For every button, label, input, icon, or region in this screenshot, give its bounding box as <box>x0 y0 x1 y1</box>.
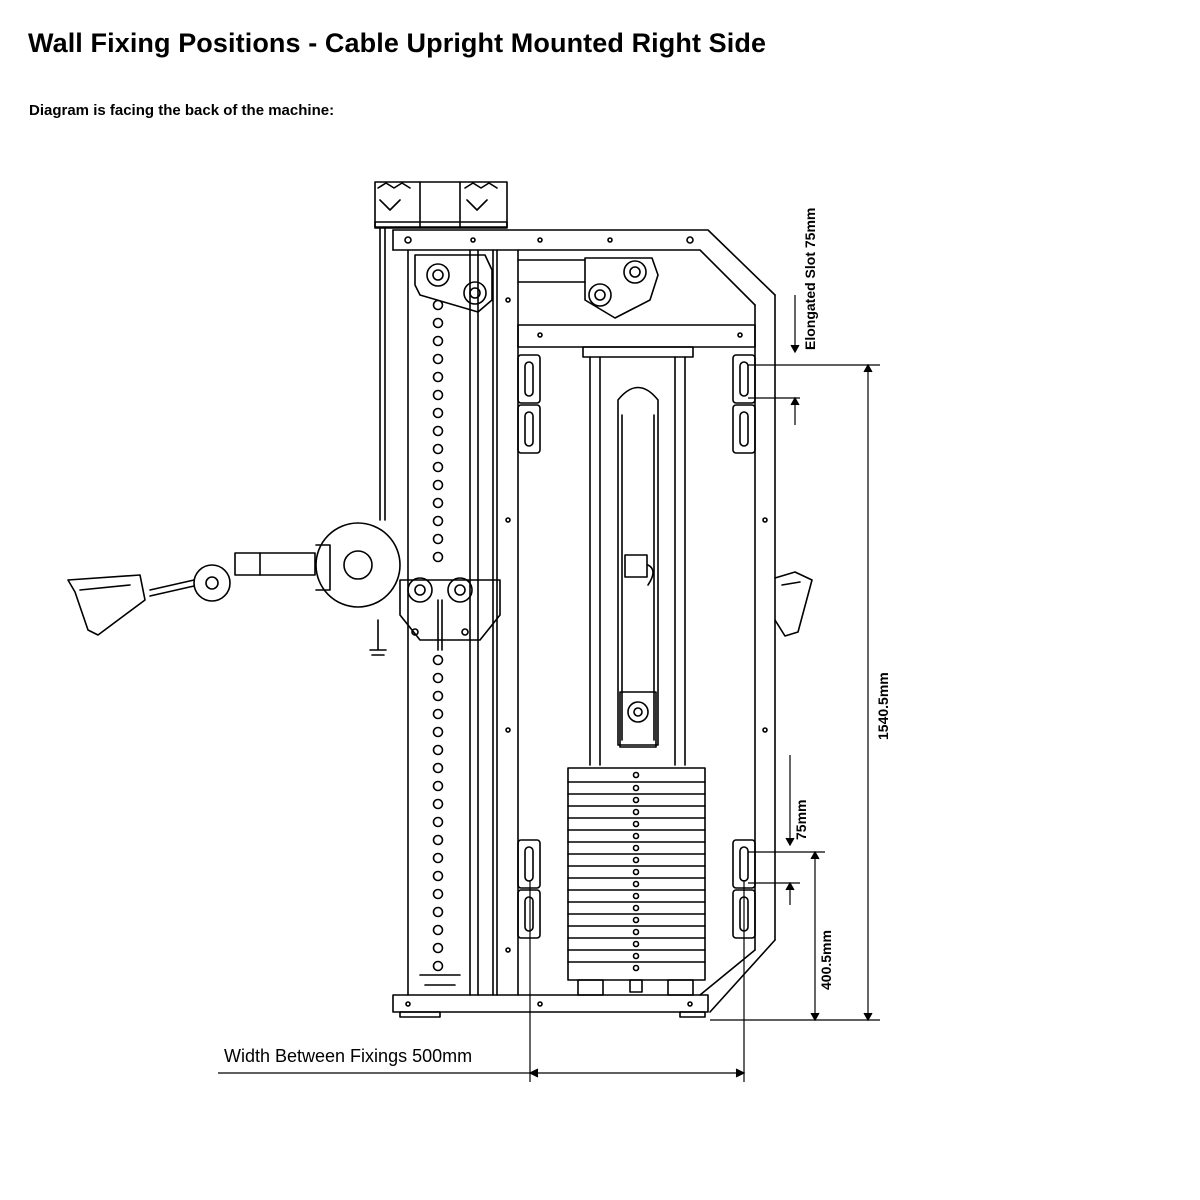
fixing-slots-right <box>732 354 756 939</box>
elongated-slot-label: Elongated Slot 75mm <box>802 208 818 350</box>
page-title: Wall Fixing Positions - Cable Upright Mo… <box>28 28 767 58</box>
cable-carriage <box>369 577 501 656</box>
carriage-holes-lower <box>419 654 461 986</box>
total-height-label: 1540.5mm <box>875 672 891 740</box>
weight-stack <box>567 767 706 996</box>
main-frame <box>392 229 776 1018</box>
right-handle <box>774 571 813 637</box>
lower-height-label: 400.5mm <box>818 930 834 990</box>
width-between-fixings-label: Width Between Fixings 500mm <box>224 1046 472 1066</box>
weight-stack-guide <box>582 346 694 766</box>
carriage-holes-upper <box>432 299 444 563</box>
slot-lower-label: 75mm <box>793 800 809 840</box>
dimension-lines <box>218 295 880 1082</box>
fixing-slots-left <box>517 354 541 939</box>
swing-arm <box>67 522 401 636</box>
page-subtitle: Diagram is facing the back of the machin… <box>29 102 335 119</box>
cable-upright <box>374 181 508 996</box>
